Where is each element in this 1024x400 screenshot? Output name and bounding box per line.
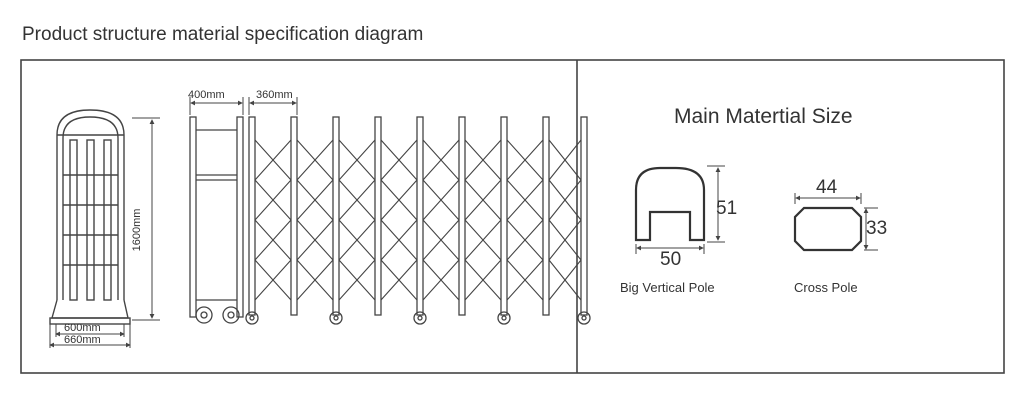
side-height-dimension (132, 117, 160, 321)
cross-pole-caption: Cross Pole (794, 280, 858, 295)
side-height-label: 1600mm (131, 208, 143, 252)
base-outer-label: 660mm (64, 334, 101, 346)
page-title: Product structure material specification… (22, 24, 424, 45)
segment-width-label: 360mm (256, 89, 293, 101)
base-inner-label: 600mm (64, 322, 101, 334)
front-dimensions (189, 97, 298, 115)
side-view (49, 109, 131, 325)
vertical-pole-caption: Big Vertical Pole (620, 280, 715, 295)
vertical-pole-height: 51 (716, 198, 738, 219)
gate-wheels (245, 311, 591, 325)
outer-frame (20, 59, 1005, 374)
cross-pole-dimensions (794, 193, 878, 251)
gate-posts (248, 116, 588, 316)
base-dimensions (49, 324, 131, 348)
cross-pole-profile (793, 206, 863, 252)
vertical-pole-profile (634, 166, 706, 242)
scissor-lattice (254, 139, 582, 301)
materials-heading: Main Matertial Size (674, 105, 853, 128)
cross-pole-width: 44 (816, 177, 838, 198)
vertical-pole-width: 50 (660, 249, 682, 270)
end-width-label: 400mm (188, 89, 225, 101)
vertical-pole-dimensions (635, 165, 725, 254)
cross-pole-height: 33 (866, 218, 888, 239)
front-view-gate (189, 116, 591, 325)
